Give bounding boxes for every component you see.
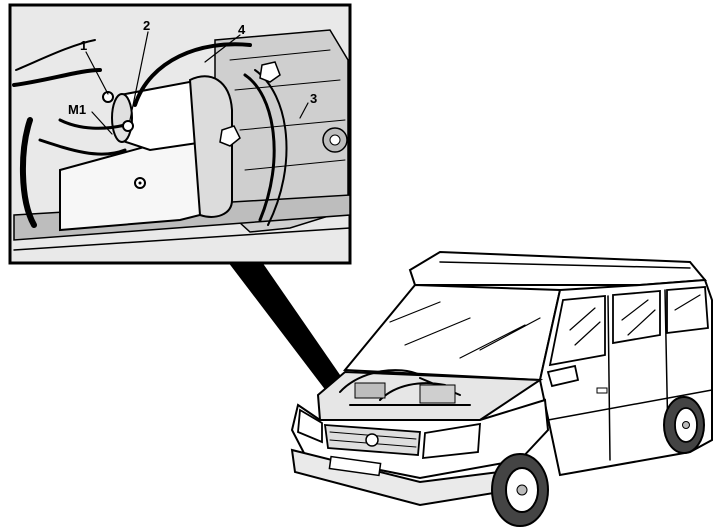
license-plate: [328, 455, 382, 477]
rear-side-window: [666, 286, 709, 335]
callout-3: 3: [310, 91, 317, 106]
middle-side-window: [612, 290, 661, 345]
inset-detail-panel: 1 2 4 3 M1: [8, 3, 352, 265]
left-headlight: [297, 408, 323, 444]
side-pipe: [19, 117, 37, 228]
van-illustration: [290, 250, 713, 527]
callout-4: 4: [238, 22, 246, 37]
van-roof: [408, 250, 708, 286]
front-side-window: [548, 295, 606, 367]
callout-2: 2: [143, 18, 150, 33]
rear-wheel: [663, 396, 705, 454]
callout-1: 1: [80, 38, 87, 53]
callout-m1: M1: [68, 102, 86, 117]
starter-motor: [59, 61, 288, 232]
front-wheel: [491, 453, 549, 527]
right-headlight: [422, 422, 481, 460]
side-mirror: [546, 364, 580, 388]
van-windshield: [342, 283, 562, 382]
emblem: [365, 433, 379, 447]
starter-cable: [133, 42, 252, 107]
